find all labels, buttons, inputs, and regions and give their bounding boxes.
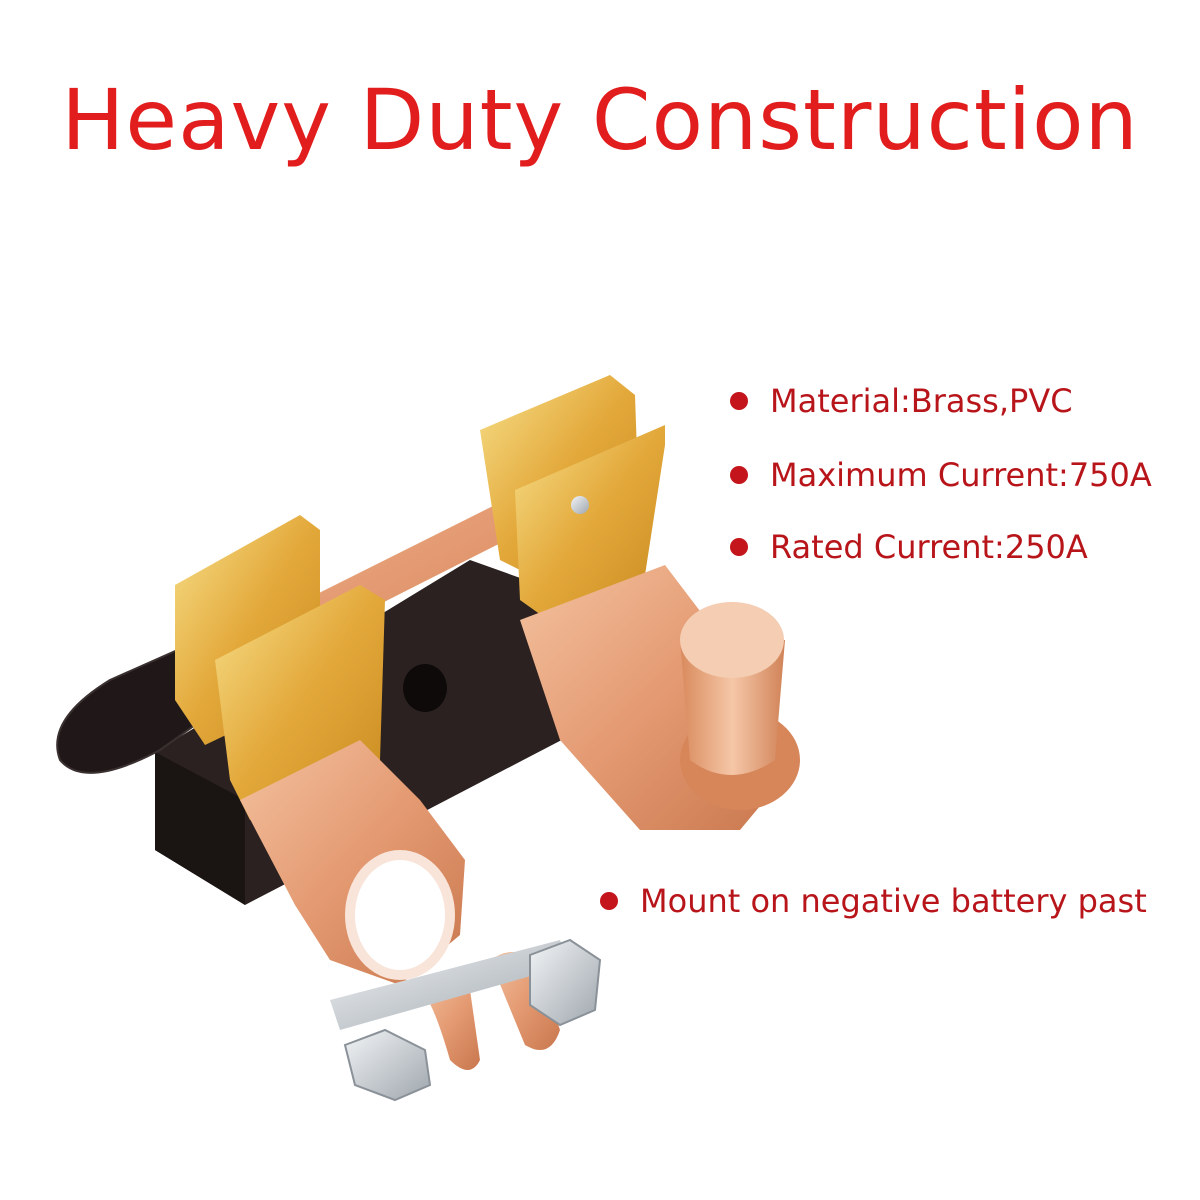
feature-material: Material:Brass,PVC: [730, 382, 1073, 420]
feature-max-current-text: Maximum Current:750A: [770, 456, 1152, 494]
feature-mount: Mount on negative battery past: [600, 882, 1147, 920]
copper-terminal-right: [520, 565, 800, 830]
bullet-dot-icon: [600, 892, 618, 910]
bullet-dot-icon: [730, 466, 748, 484]
battery-switch-image: [56, 375, 800, 1102]
feature-material-text: Material:Brass,PVC: [770, 382, 1073, 420]
copper-clamp-left: [240, 740, 560, 1070]
feature-rated-current: Rated Current:250A: [730, 528, 1088, 566]
bolt-and-nuts: [330, 938, 602, 1102]
feature-rated-current-text: Rated Current:250A: [770, 528, 1088, 566]
bullet-dot-icon: [730, 392, 748, 410]
feature-mount-text: Mount on negative battery past: [640, 882, 1147, 920]
bullet-dot-icon: [730, 538, 748, 556]
feature-max-current: Maximum Current:750A: [730, 456, 1152, 494]
brass-clip-right: [480, 375, 665, 625]
page-title: Heavy Duty Construction: [61, 71, 1139, 169]
